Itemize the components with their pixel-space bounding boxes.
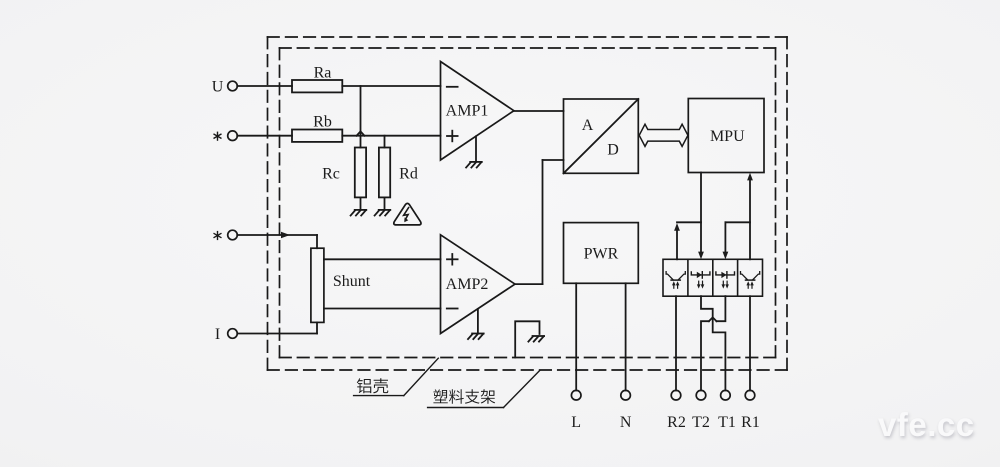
svg-text:N: N xyxy=(620,414,632,431)
svg-text:I: I xyxy=(215,326,220,343)
svg-text:Ra: Ra xyxy=(314,65,332,82)
svg-text:AMP1: AMP1 xyxy=(446,103,489,120)
svg-text:U: U xyxy=(212,78,224,95)
svg-text:Rc: Rc xyxy=(322,166,340,183)
svg-text:A: A xyxy=(582,117,594,134)
svg-text:Rd: Rd xyxy=(399,166,418,183)
svg-text:R1: R1 xyxy=(741,414,760,431)
svg-text:T1: T1 xyxy=(718,414,736,431)
svg-text:L: L xyxy=(571,414,581,431)
svg-text:Rb: Rb xyxy=(313,114,332,131)
svg-text:D: D xyxy=(607,141,619,158)
svg-text:MPU: MPU xyxy=(710,128,745,145)
svg-text:T2: T2 xyxy=(692,414,710,431)
svg-text:PWR: PWR xyxy=(584,246,619,263)
svg-text:R2: R2 xyxy=(667,414,686,431)
svg-text:AMP2: AMP2 xyxy=(446,276,489,293)
svg-text:Shunt: Shunt xyxy=(333,273,371,290)
